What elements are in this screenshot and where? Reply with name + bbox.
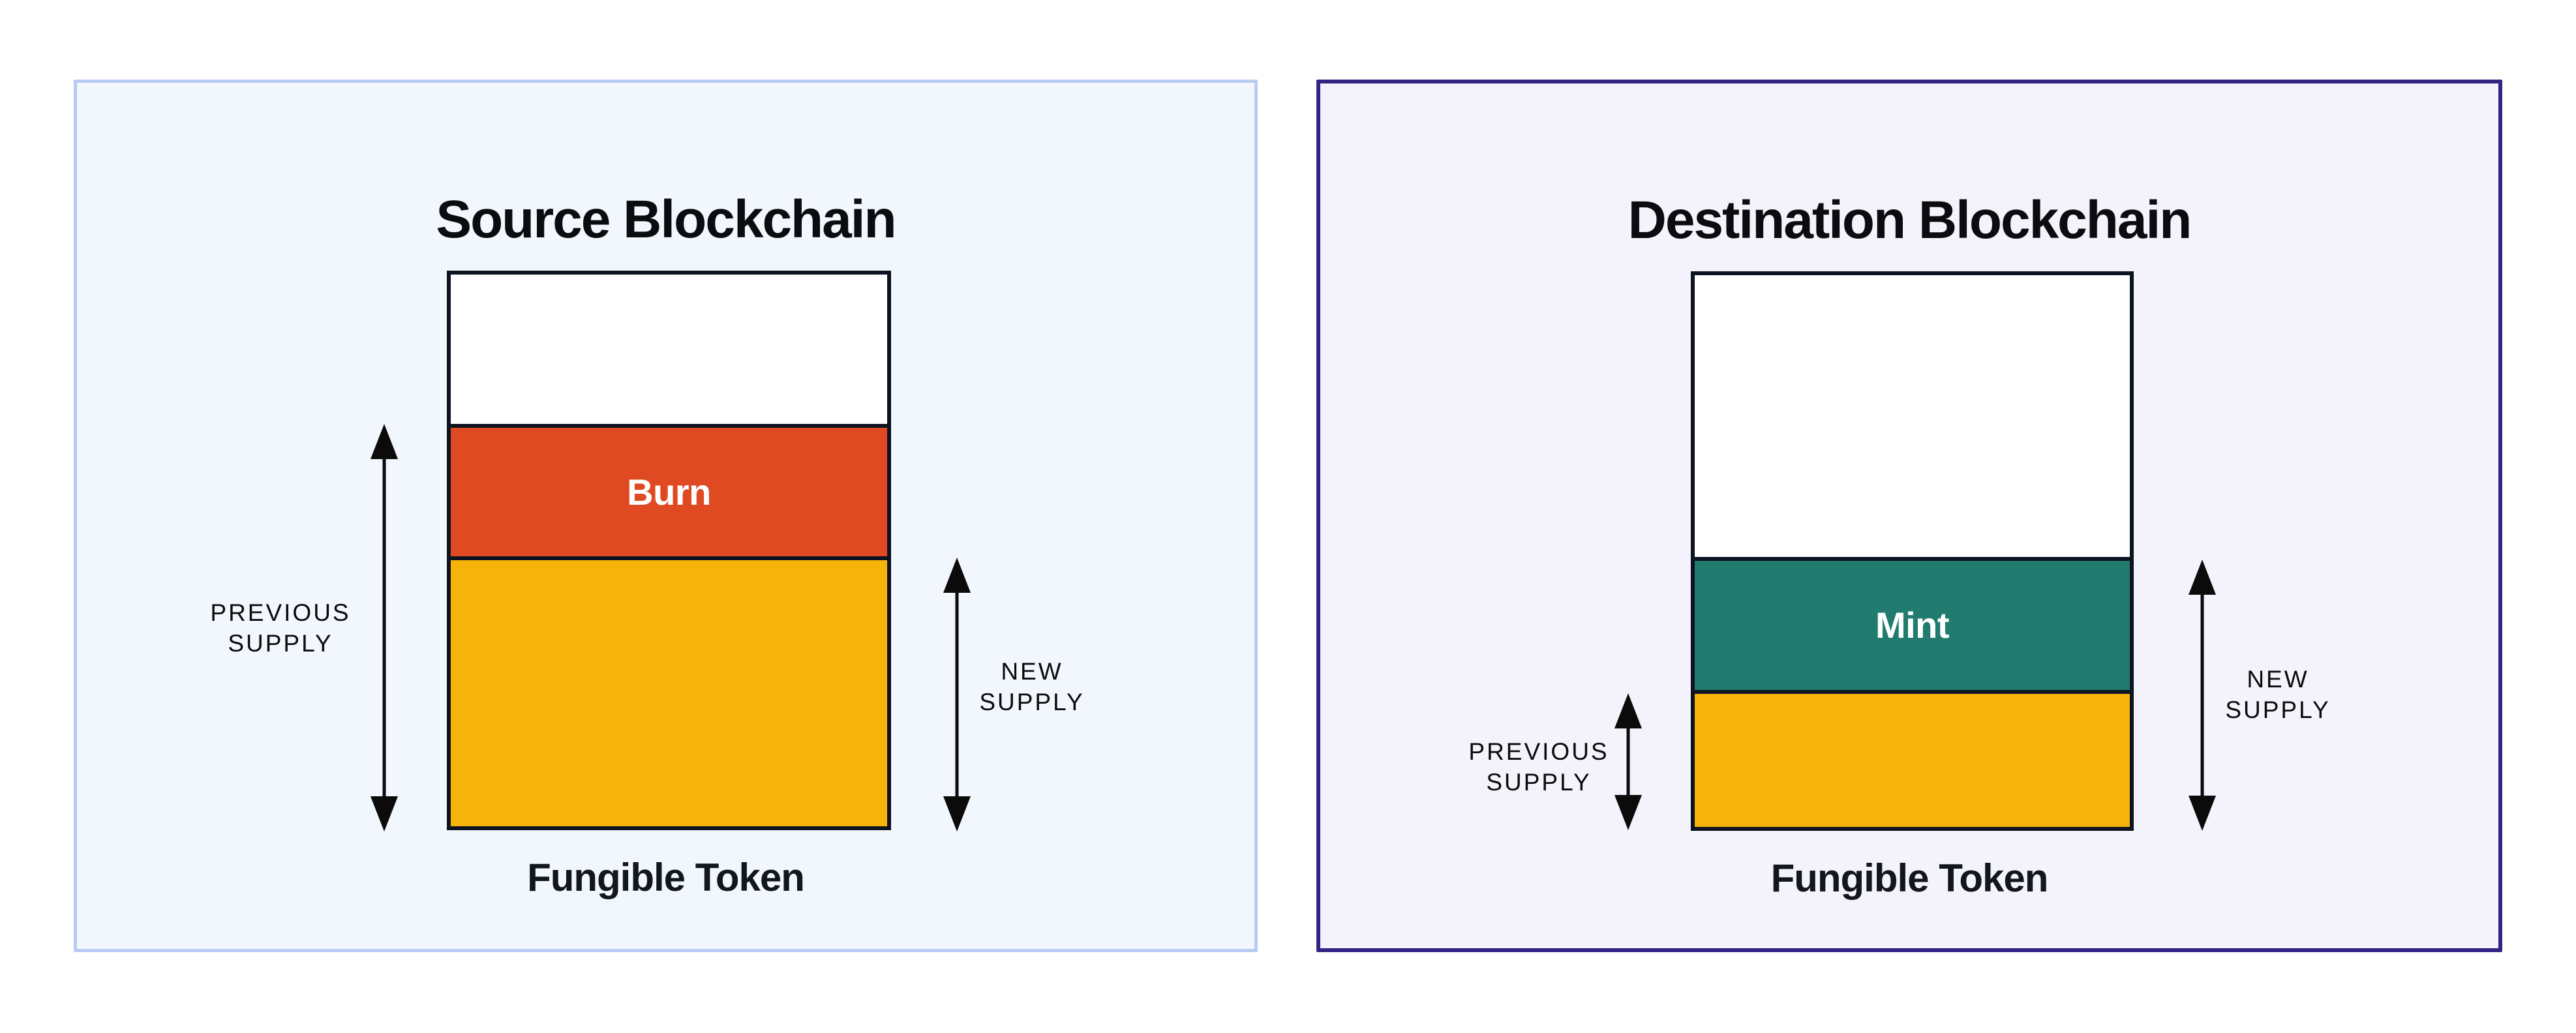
arrow-shaft (2200, 588, 2204, 802)
bar-segment-previous-supply (1695, 690, 2130, 827)
arrow-head-down-icon (1614, 795, 1642, 830)
previous-supply-arrow (369, 424, 400, 831)
mint-label: Mint (1875, 605, 1950, 646)
burn-label: Burn (627, 471, 711, 513)
previous-supply-label: PREVIOUS SUPPLY (210, 599, 351, 657)
arrow-head-down-icon (371, 796, 398, 831)
new-supply-arrow (2187, 560, 2218, 831)
panel-destination-blockchain: Destination Blockchain Mint Fungible Tok… (1316, 80, 2502, 952)
bar-segment-headroom (1695, 275, 2130, 557)
bar-segment-mint: Mint (1695, 556, 2130, 690)
bar-segment-burn: Burn (451, 423, 887, 556)
arrow-head-down-icon (2189, 796, 2216, 831)
arrow-shaft (955, 586, 959, 803)
new-supply-arrow (941, 558, 973, 831)
new-supply-label: NEW SUPPLY (979, 658, 1085, 715)
previous-supply-label: PREVIOUS SUPPLY (1468, 738, 1609, 796)
bar-segment-remaining-supply (451, 556, 887, 826)
bar-caption: Fungible Token (527, 856, 805, 899)
bar-caption: Fungible Token (1770, 856, 2049, 900)
previous-supply-arrow (1613, 693, 1644, 830)
token-supply-bar: Mint (1691, 271, 2134, 831)
arrow-head-down-icon (943, 796, 971, 831)
arrow-shaft (1626, 722, 1630, 801)
token-supply-bar: Burn (447, 271, 891, 830)
arrow-shaft (382, 453, 386, 803)
panel-title: Destination Blockchain (1628, 190, 2192, 250)
new-supply-label: NEW SUPPLY (2225, 666, 2331, 723)
bar-segment-headroom (451, 275, 887, 424)
panel-source-blockchain: Source Blockchain Burn Fungible Token PR… (74, 80, 1258, 952)
panel-title: Source Blockchain (436, 190, 896, 250)
